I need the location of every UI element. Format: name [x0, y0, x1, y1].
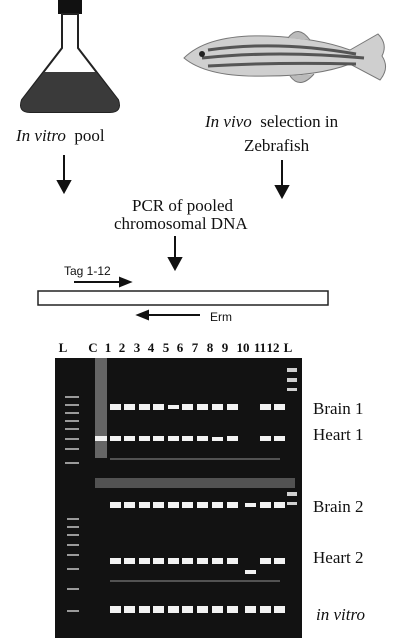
- lane-label-10: 10: [236, 340, 250, 355]
- lane-label-7: 7: [191, 340, 199, 355]
- row-label-in-vitro: in vitro: [316, 605, 365, 624]
- zebrafish-label: Zebrafish: [244, 136, 310, 155]
- pcr-label-line2: chromosomal DNA: [114, 214, 248, 233]
- tag-primer-arrow: [74, 276, 133, 288]
- lane-label-3: 3: [133, 340, 141, 355]
- lane-label-l-right: L: [283, 340, 293, 355]
- row-label-brain-2: Brain 2: [313, 497, 364, 516]
- tag-label: Tag 1-12: [64, 264, 111, 278]
- lane-label-2: 2: [118, 340, 126, 355]
- in-vitro-pool-label: In vitro pool: [16, 126, 105, 146]
- lane-label-6: 6: [176, 340, 184, 355]
- lane-label-1: 1: [104, 340, 112, 355]
- lane-label-9: 9: [221, 340, 229, 355]
- row-label-brain-1: Brain 1: [313, 399, 364, 418]
- zebrafish-icon: [183, 31, 386, 83]
- lane-label-4: 4: [147, 340, 155, 355]
- erm-primer-arrow: [135, 309, 200, 321]
- gel-image: [55, 358, 302, 638]
- erm-label: Erm: [210, 310, 232, 324]
- lane-label-8: 8: [206, 340, 214, 355]
- down-arrow-left: [56, 155, 72, 195]
- selection-in-text: selection in: [260, 112, 339, 131]
- down-arrow-right: [274, 160, 290, 200]
- row-label-heart-2: Heart 2: [313, 548, 364, 567]
- insertion-construct-bar: [37, 290, 329, 306]
- lane-label-l-left: L: [58, 340, 68, 355]
- lane-label-c: C: [88, 340, 98, 355]
- lane-label-5: 5: [162, 340, 170, 355]
- flask-icon: [20, 0, 120, 113]
- flow-arrows: [37, 155, 329, 321]
- in-vivo-italic: In vivo: [205, 112, 252, 131]
- pool-text: pool: [74, 126, 105, 145]
- row-label-heart-1: Heart 1: [313, 425, 364, 444]
- down-arrow-center: [167, 236, 183, 272]
- pcr-label-line1: PCR of pooled: [132, 196, 234, 215]
- lane-label-12: 12: [266, 340, 280, 355]
- in-vivo-label: In vivo selection in: [205, 112, 338, 132]
- gel-bands: [65, 358, 297, 613]
- in-vitro-italic: In vitro: [16, 126, 66, 145]
- lane-label-11: 11: [253, 340, 267, 355]
